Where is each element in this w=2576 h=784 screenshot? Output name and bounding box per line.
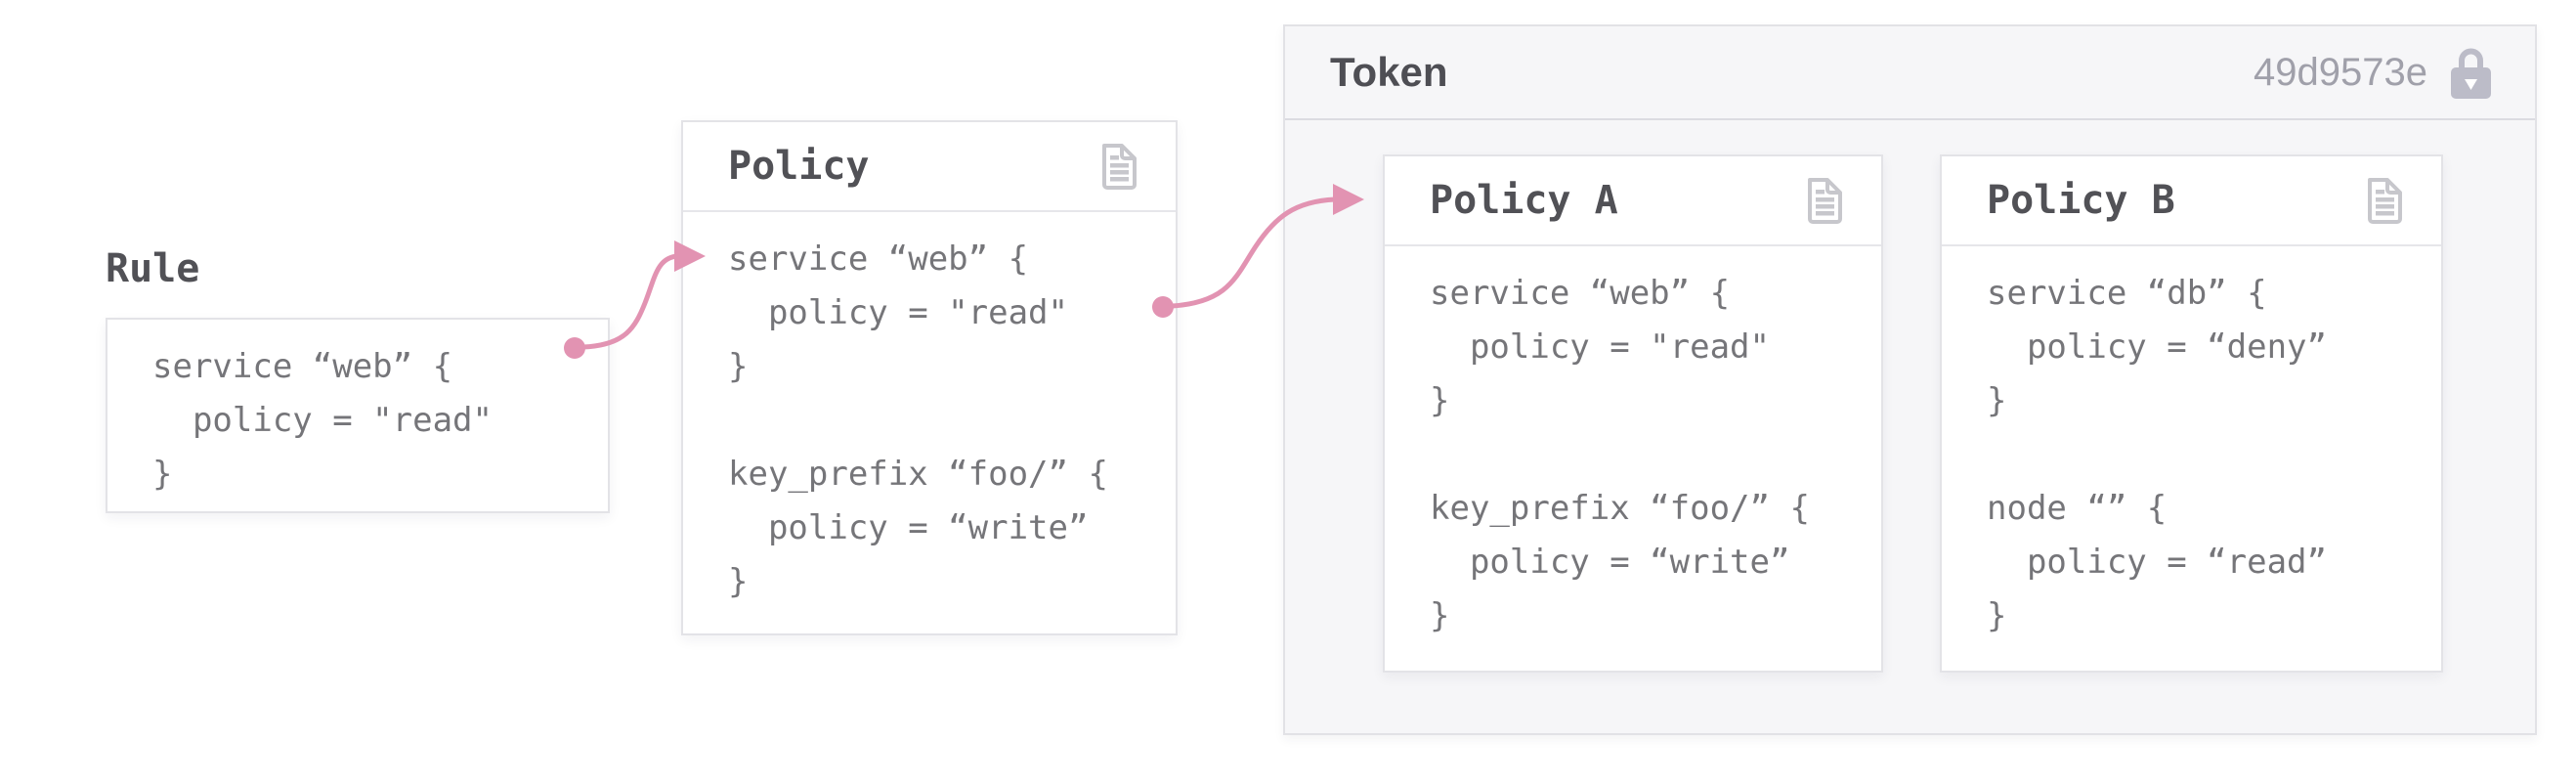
policy-a-card: Policy A service “web” { policy = "read"…	[1383, 154, 1883, 673]
token-title: Token	[1330, 49, 1448, 95]
rule-code: service “web” { policy = "read" }	[152, 347, 493, 494]
policy-a-title: Policy A	[1430, 178, 1618, 223]
token-panel: Token 49d9573e Policy A	[1283, 24, 2537, 735]
document-icon	[1808, 178, 1842, 224]
policy-b-code: service “db” { policy = “deny” } node “”…	[1987, 274, 2327, 635]
policy-a-header: Policy A	[1385, 156, 1881, 246]
token-id: 49d9573e	[2254, 50, 2427, 94]
policy-b-card: Policy B service “db” { policy = “deny” …	[1940, 154, 2443, 673]
policy-b-title: Policy B	[1987, 178, 2175, 223]
token-id-group: 49d9573e	[2254, 44, 2494, 101]
policy-card: Policy service “web” { policy = "read" }…	[681, 120, 1178, 635]
policy-card-title: Policy	[728, 144, 870, 189]
rule-label: Rule	[106, 246, 200, 291]
lock-icon	[2451, 48, 2491, 99]
document-icon	[2368, 178, 2402, 224]
rule-code-box: service “web” { policy = "read" }	[106, 318, 610, 513]
policy-code: service “web” { policy = "read" } key_pr…	[728, 240, 1108, 601]
policy-b-header: Policy B	[1942, 156, 2441, 246]
policy-a-code: service “web” { policy = "read" } key_pr…	[1430, 274, 1810, 635]
token-body: Policy A service “web” { policy = "read"…	[1285, 120, 2535, 735]
policy-card-header: Policy	[683, 122, 1176, 212]
token-header: Token 49d9573e	[1285, 26, 2535, 120]
document-icon	[1102, 144, 1137, 190]
